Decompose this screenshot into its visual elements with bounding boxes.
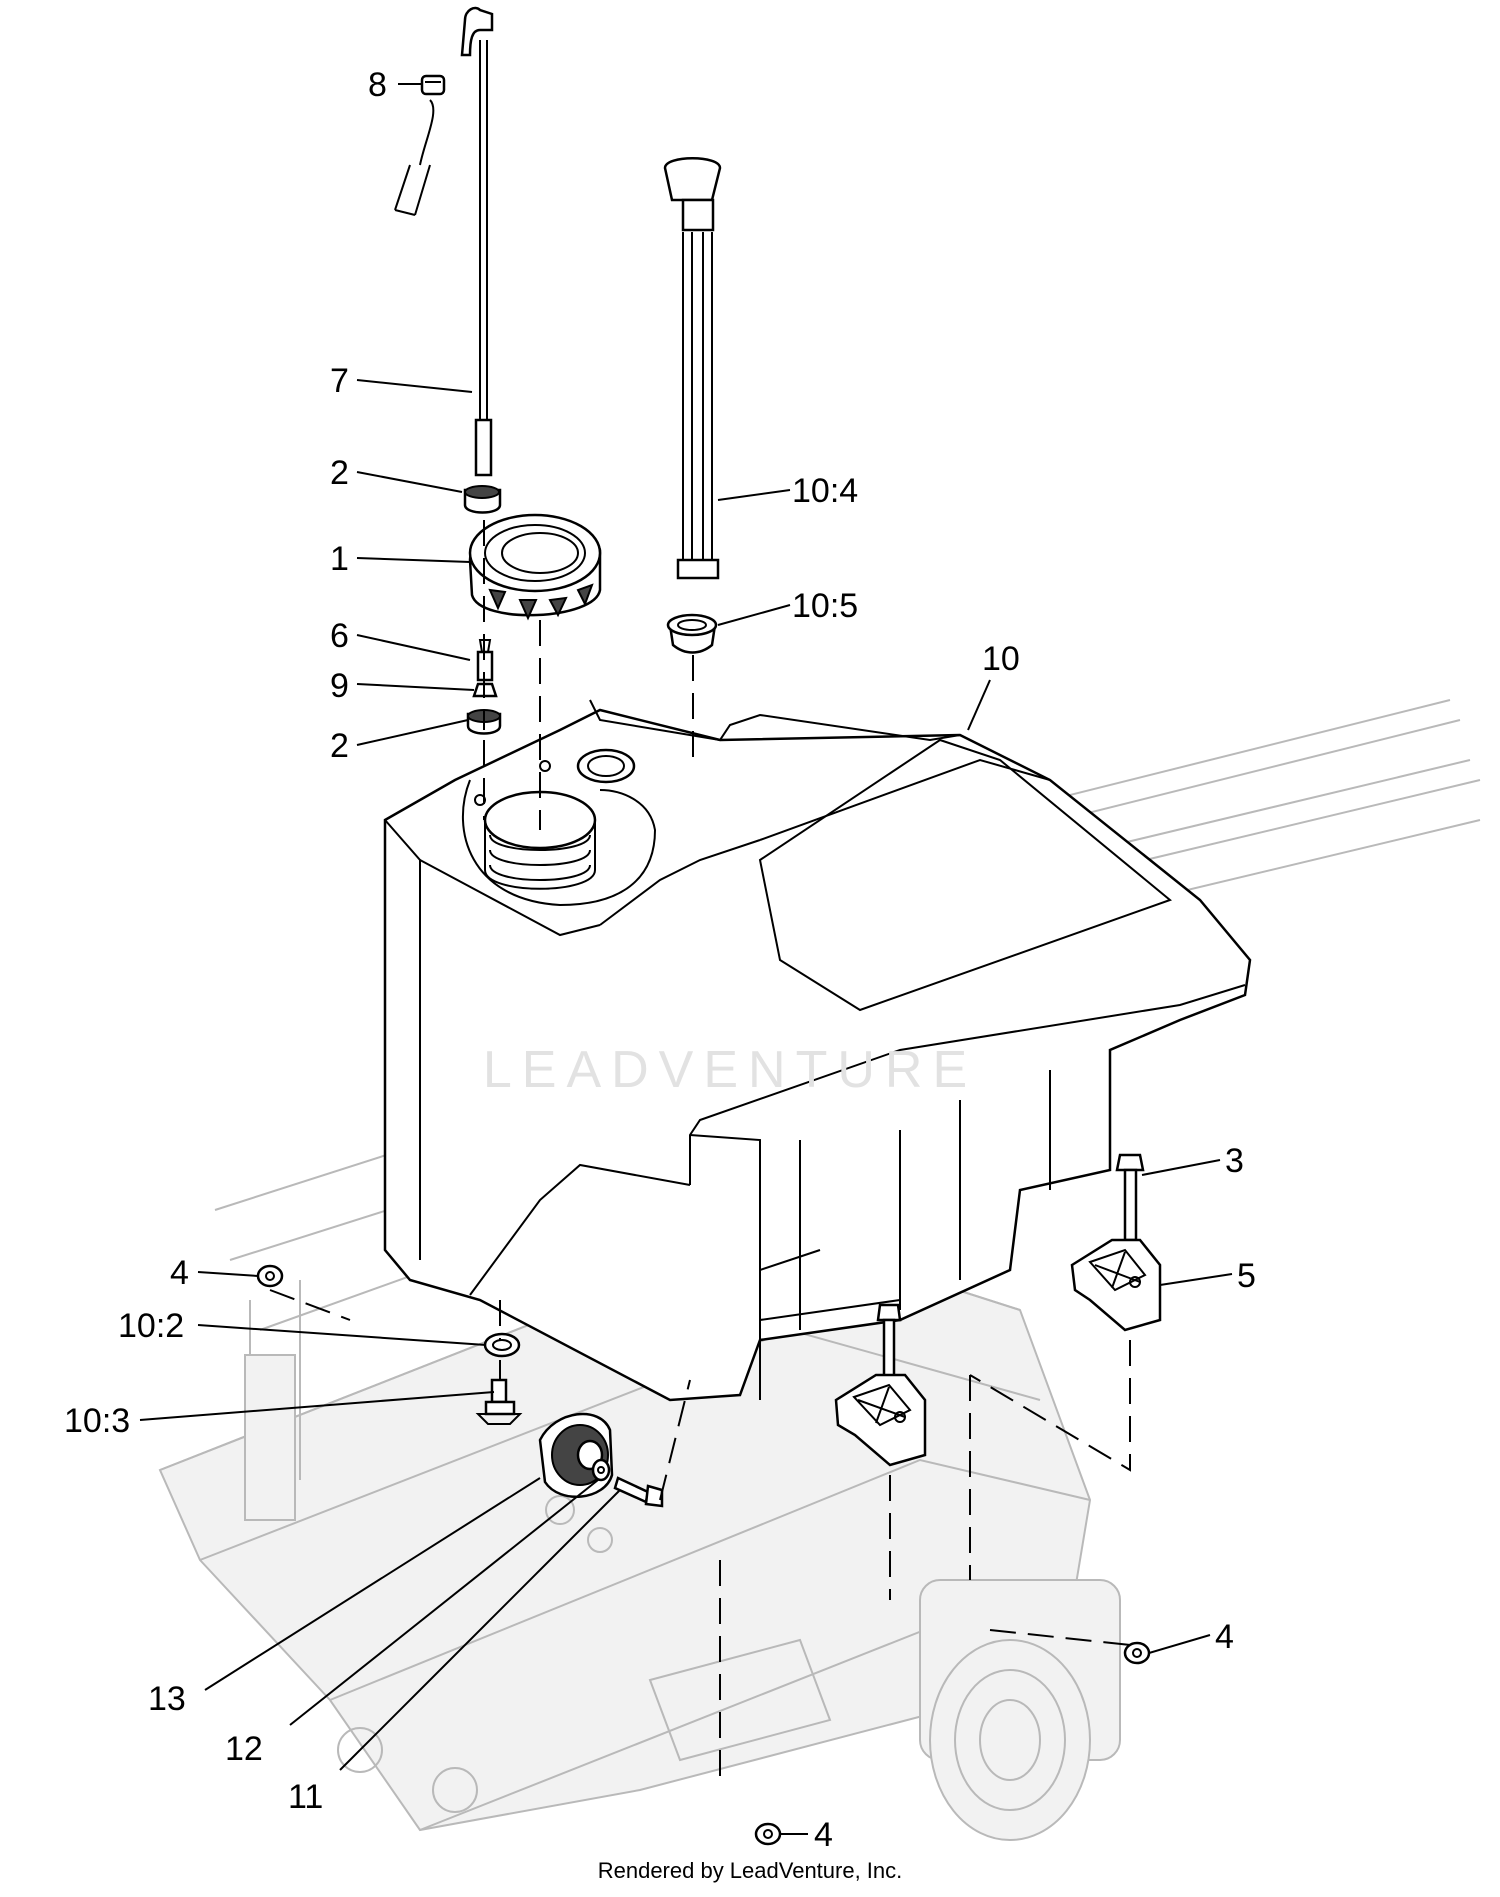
assembly-lines	[269, 520, 1131, 1780]
callout-2-lower: 2	[330, 727, 349, 765]
callout-6: 6	[330, 617, 349, 655]
callout-5: 5	[1237, 1257, 1256, 1295]
callout-10-4: 10:4	[792, 472, 858, 510]
callout-10-3: 10:3	[64, 1402, 130, 1440]
callout-1: 1	[330, 540, 349, 578]
callout-3: 3	[1225, 1142, 1244, 1180]
callout-11: 11	[288, 1778, 323, 1816]
callout-8: 8	[368, 66, 387, 104]
callout-13: 13	[148, 1680, 186, 1718]
callout-10-5: 10:5	[792, 587, 858, 625]
fuel-cap	[468, 513, 602, 621]
nut-right	[1123, 1641, 1151, 1665]
tank-mount-center	[834, 1373, 927, 1467]
callout-10-2: 10:2	[118, 1307, 184, 1345]
vent-tube	[394, 6, 494, 477]
callout-labels: 8 7 2 1 6 9 2 10:4 10:5 10 3 5 4 10:2 10…	[64, 66, 1256, 1854]
mount-bolt-center	[876, 1303, 902, 1392]
nut-left	[256, 1264, 284, 1288]
callout-10: 10	[982, 640, 1020, 678]
footer-credit: Rendered by LeadVenture, Inc.	[597, 1858, 903, 1883]
nut-bottom	[754, 1822, 782, 1846]
callout-4-bottom: 4	[814, 1816, 833, 1854]
leader-lines	[139, 83, 1233, 1835]
mount-bolt-right	[1115, 1153, 1145, 1242]
chassis-frame-ghost	[158, 699, 1481, 1841]
tank-mount-right	[1070, 1238, 1162, 1332]
callout-4-right: 4	[1215, 1618, 1234, 1656]
callout-7: 7	[330, 362, 349, 400]
sender-grommet	[666, 613, 718, 654]
callout-2-upper: 2	[330, 454, 349, 492]
callout-12: 12	[225, 1730, 263, 1768]
grommet-upper	[463, 485, 502, 514]
washer	[591, 1458, 611, 1482]
fuel-gauge-sender	[663, 157, 722, 580]
callout-4-left: 4	[170, 1254, 189, 1292]
clip	[420, 74, 446, 96]
hose-clamp	[483, 1332, 521, 1358]
callout-9: 9	[330, 667, 349, 705]
tank-mount-bolt	[613, 1476, 664, 1508]
watermark-text: LEADVENTURE	[482, 1041, 978, 1099]
rubber-isolator	[538, 1412, 614, 1498]
fuel-tank	[383, 699, 1252, 1402]
